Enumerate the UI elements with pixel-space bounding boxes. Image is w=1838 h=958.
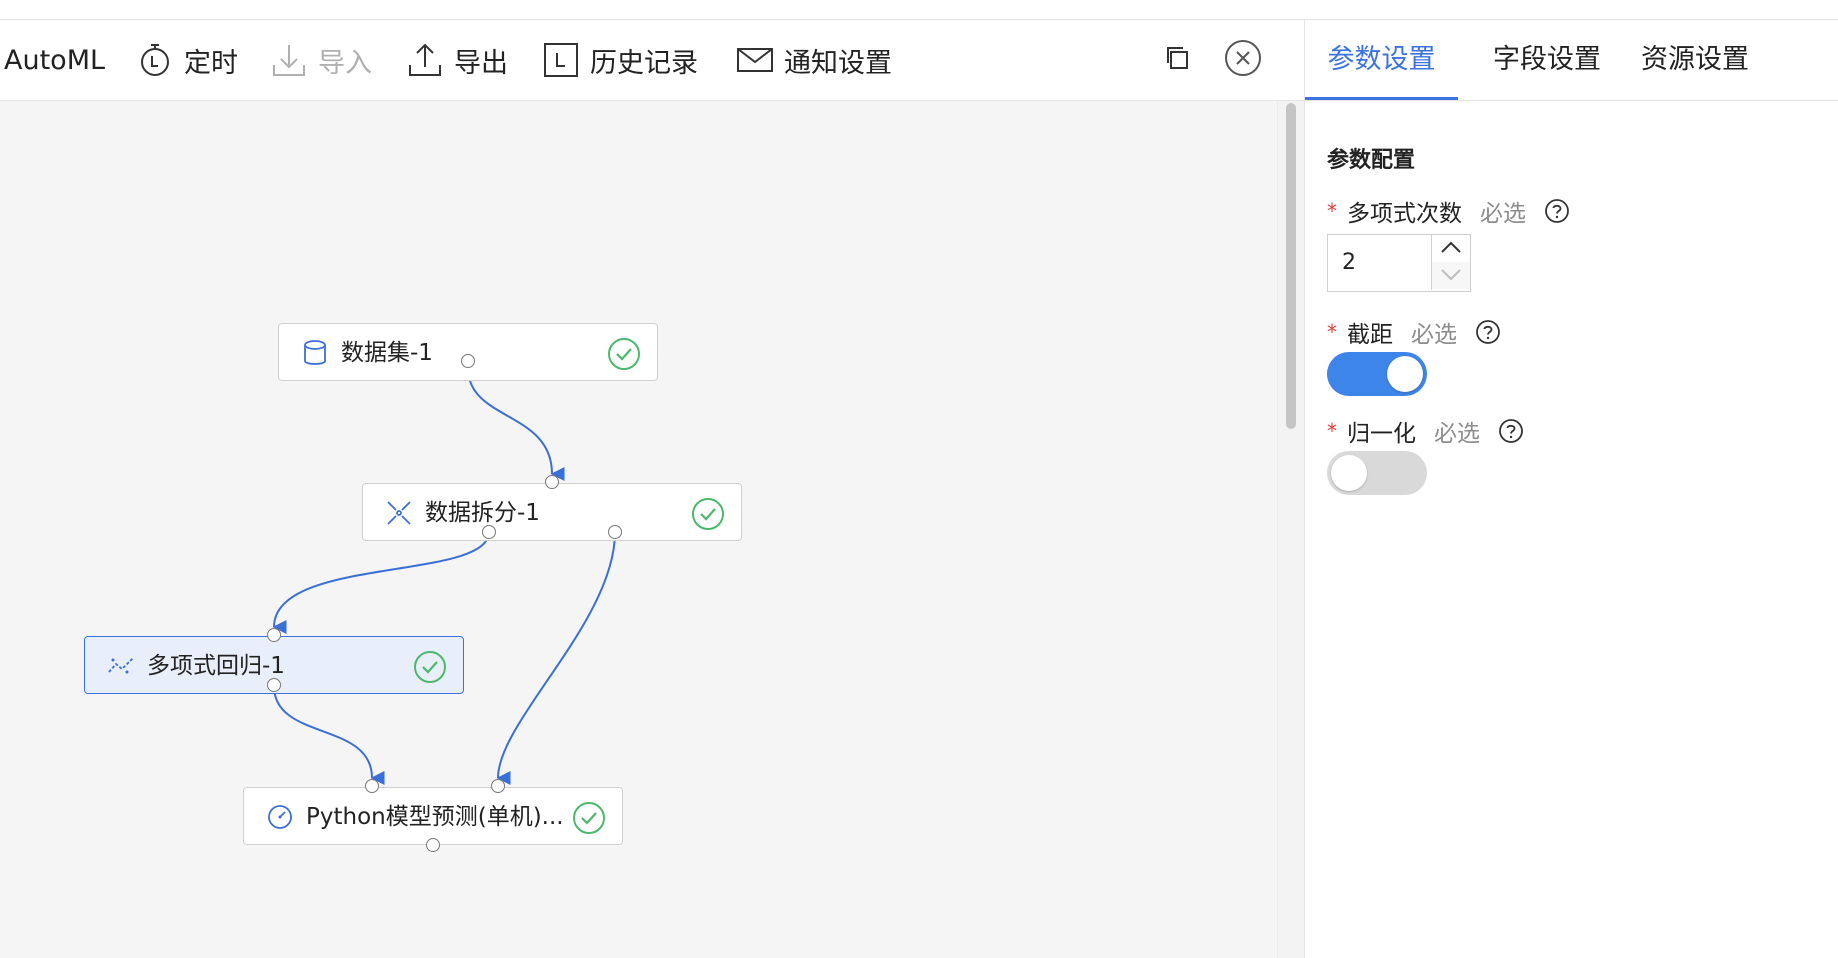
node-label: 数据拆分-1 <box>425 500 540 526</box>
top-strip <box>0 0 1838 20</box>
timer-icon <box>136 41 174 79</box>
output-port[interactable] <box>482 525 496 539</box>
history-icon <box>542 41 580 79</box>
toolbar: AutoML 定时 导入 导出 <box>0 20 1304 101</box>
close-button[interactable] <box>1224 39 1262 81</box>
output-port[interactable] <box>461 354 475 368</box>
intercept-toggle[interactable] <box>1327 352 1427 396</box>
success-check-icon <box>607 337 641 371</box>
increment-button[interactable] <box>1432 235 1470 262</box>
split-icon <box>385 499 413 527</box>
chevron-up-icon <box>1440 239 1462 258</box>
regression-icon <box>107 652 135 680</box>
copy-button[interactable] <box>1160 42 1196 78</box>
help-icon[interactable] <box>1498 418 1524 444</box>
schedule-button[interactable]: 定时 <box>136 20 238 100</box>
stepper-buttons <box>1431 235 1470 290</box>
normalize-toggle[interactable] <box>1327 451 1427 495</box>
database-icon <box>301 339 329 367</box>
export-button[interactable]: 导出 <box>406 20 508 100</box>
success-check-icon <box>413 650 447 684</box>
degree-stepper[interactable]: 2 <box>1327 234 1471 292</box>
node-label: 多项式回归-1 <box>147 653 285 679</box>
import-button[interactable]: 导入 <box>270 20 372 100</box>
mail-icon <box>736 41 774 79</box>
node-data-split[interactable]: 数据拆分-1 <box>362 483 742 541</box>
toggle-knob <box>1331 455 1367 491</box>
chevron-down-icon <box>1440 266 1462 285</box>
toggle-knob <box>1387 356 1423 392</box>
intercept-label: * 截距 必选 <box>1327 317 1501 348</box>
node-label: Python模型预测(单机)... <box>306 804 564 830</box>
edge-split-to-polyreg[interactable] <box>272 531 490 635</box>
output-port[interactable] <box>608 525 622 539</box>
decrement-button[interactable] <box>1432 262 1470 289</box>
panel-tabs: 参数设置 字段设置 资源设置 <box>1305 20 1838 101</box>
required-mark: * <box>1327 419 1337 443</box>
notify-settings-button[interactable]: 通知设置 <box>736 20 892 100</box>
help-icon[interactable] <box>1544 198 1570 224</box>
input-port[interactable] <box>491 779 505 793</box>
required-mark: * <box>1327 320 1337 344</box>
active-tab-indicator <box>1305 97 1458 100</box>
edge-polyreg-to-predict[interactable] <box>273 685 385 785</box>
success-check-icon <box>572 801 606 835</box>
input-port[interactable] <box>365 779 379 793</box>
tab-fields[interactable]: 字段设置 <box>1493 44 1601 75</box>
node-label: 数据集-1 <box>341 340 433 366</box>
upload-icon <box>406 41 444 79</box>
copy-icon <box>1163 43 1193 77</box>
app-title: AutoML <box>4 44 106 76</box>
edge-dataset-to-split[interactable] <box>467 367 565 481</box>
help-icon[interactable] <box>1475 319 1501 345</box>
degree-input[interactable]: 2 <box>1342 250 1356 275</box>
degree-label: * 多项式次数 必选 <box>1327 196 1570 227</box>
tab-params[interactable]: 参数设置 <box>1327 44 1436 75</box>
input-port[interactable] <box>545 475 559 489</box>
normalize-label: * 归一化 必选 <box>1327 416 1524 447</box>
output-port[interactable] <box>426 838 440 852</box>
tab-resources[interactable]: 资源设置 <box>1641 44 1749 75</box>
canvas-scrollbar-track[interactable] <box>1277 101 1304 958</box>
close-icon <box>1224 39 1262 81</box>
edge-split-to-predict[interactable] <box>496 531 616 786</box>
input-port[interactable] <box>267 628 281 642</box>
success-check-icon <box>691 497 725 531</box>
workflow-edges <box>272 367 616 786</box>
output-port[interactable] <box>267 678 281 692</box>
download-icon <box>270 41 308 79</box>
workflow-canvas[interactable]: 数据集-1 数据拆分-1 <box>0 101 1304 958</box>
node-python-predict[interactable]: Python模型预测(单机)... <box>243 787 623 845</box>
required-mark: * <box>1327 199 1337 223</box>
node-dataset[interactable]: 数据集-1 <box>278 323 658 381</box>
history-button[interactable]: 历史记录 <box>542 20 698 100</box>
canvas-scrollbar-thumb[interactable] <box>1286 103 1296 429</box>
workflow-editor: AutoML 定时 导入 导出 <box>0 20 1304 958</box>
properties-panel: 参数设置 字段设置 资源设置 参数配置 * 多项式次数 必选 2 <box>1304 20 1838 958</box>
predict-icon <box>266 803 294 831</box>
section-title: 参数配置 <box>1327 148 1416 173</box>
